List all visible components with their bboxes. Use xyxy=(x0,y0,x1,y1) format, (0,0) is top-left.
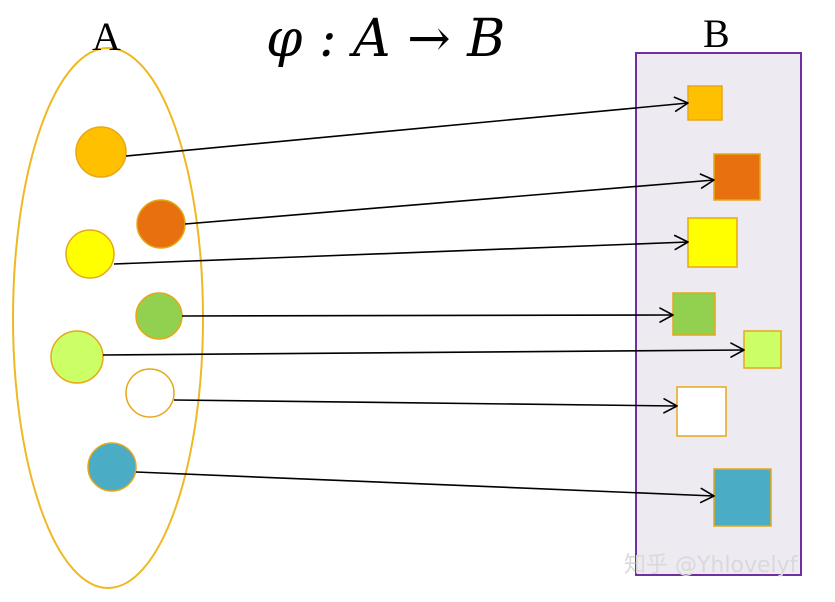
set-a-label: A xyxy=(92,14,121,59)
domain-element-2 xyxy=(136,199,186,249)
codomain-element-3 xyxy=(687,217,738,268)
domain-elements xyxy=(50,126,186,492)
domain-element-6 xyxy=(125,368,175,418)
map-title: φ : A → B xyxy=(266,9,505,69)
set-b-label: B xyxy=(703,11,730,56)
domain-element-1 xyxy=(75,126,127,178)
codomain-element-7 xyxy=(713,468,772,527)
codomain-element-4 xyxy=(672,292,716,336)
mapping-arrow-7 xyxy=(135,471,715,504)
domain-element-3 xyxy=(65,229,115,279)
mapping-arrow-4 xyxy=(181,307,674,323)
codomain-elements xyxy=(672,85,782,527)
watermark-text: 知乎 @Yhlovelyf xyxy=(624,553,799,578)
mapping-arrow-5 xyxy=(102,342,745,358)
mapping-arrow-2 xyxy=(184,173,715,225)
mapping-arrow-3 xyxy=(113,234,689,265)
codomain-element-6 xyxy=(676,386,727,437)
domain-element-4 xyxy=(135,292,183,340)
mapping-arrow-1 xyxy=(125,96,689,157)
set-a-ellipse xyxy=(12,47,204,589)
mapping-arrow-6 xyxy=(173,398,678,414)
domain-element-5 xyxy=(50,330,104,384)
codomain-element-1 xyxy=(687,85,723,121)
codomain-element-5 xyxy=(743,330,782,369)
mapping-arrows xyxy=(102,96,745,504)
domain-element-7 xyxy=(87,442,137,492)
codomain-element-2 xyxy=(713,153,761,201)
